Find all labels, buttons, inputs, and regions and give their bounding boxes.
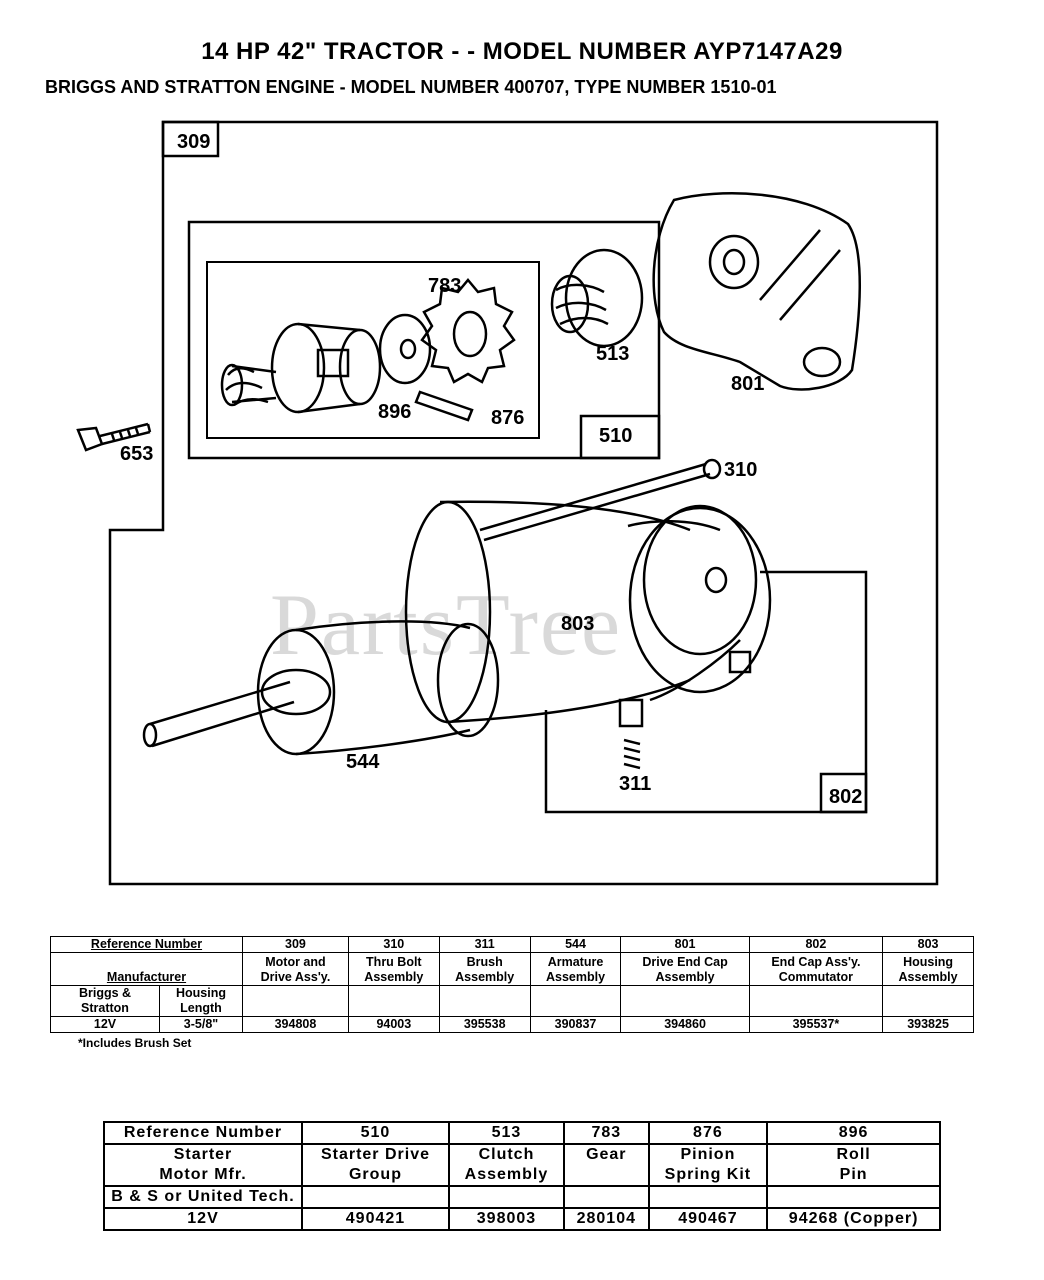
parts-diagram: 309 510 802 [76, 120, 939, 886]
brush-311-shape [618, 698, 644, 770]
callout-803: 803 [561, 613, 594, 635]
callout-309: 309 [177, 131, 210, 153]
ref-801: 801 [620, 936, 750, 953]
roll-pin-876-shape [414, 390, 474, 422]
callout-544: 544 [346, 751, 380, 773]
table-row: B & S or United Tech. [103, 1185, 941, 1209]
table-row: Reference Number 309 310 311 544 801 802… [50, 936, 974, 953]
part-544: 390837 [529, 1016, 622, 1033]
frame-510 [187, 220, 661, 460]
ref-896: 896 [766, 1121, 941, 1145]
table-row: Reference Number 510 513 783 876 896 [103, 1121, 941, 1145]
desc-783: Gear [562, 1143, 650, 1187]
parts-table-starter-drive: Reference Number 510 513 783 876 896 Sta… [103, 1121, 941, 1231]
desc-802: End Cap Ass'y.Commutator [748, 952, 884, 986]
starter-drive-shape [220, 322, 382, 414]
part-783: 280104 [562, 1207, 650, 1231]
washer-shape [378, 313, 432, 385]
page-subtitle: BRIGGS AND STRATTON ENGINE - MODEL NUMBE… [45, 77, 777, 97]
part-513: 398003 [447, 1207, 565, 1231]
parts-table-starter-motor: Reference Number 309 310 311 544 801 802… [50, 936, 974, 1033]
voltage-cell: 12V [103, 1207, 303, 1231]
clutch-513-shape [550, 248, 644, 348]
manufacturer-label: Manufacturer [50, 952, 243, 986]
part-311: 395538 [438, 1016, 531, 1033]
part-896: 94268 (Copper) [766, 1207, 941, 1231]
frame-510-inner [206, 261, 540, 439]
label-box-510 [579, 414, 661, 460]
callout-876: 876 [491, 407, 524, 429]
callout-513: 513 [596, 343, 629, 365]
part-309: 394808 [242, 1016, 349, 1033]
end-cap-802-shape [627, 504, 758, 702]
page-title: 14 HP 42" TRACTOR - - MODEL NUMBER AYP71… [201, 38, 843, 65]
label-box-802 [819, 772, 868, 814]
ref-803: 803 [882, 936, 974, 953]
label-box-309 [161, 120, 220, 158]
part-802: 395537* [748, 1016, 884, 1033]
ref-544: 544 [529, 936, 622, 953]
callout-310: 310 [724, 459, 757, 481]
ref-802: 802 [748, 936, 884, 953]
callout-783: 783 [428, 275, 461, 297]
mfr-row-cell: B & S or United Tech. [103, 1185, 303, 1209]
frame-309 [108, 120, 939, 886]
thru-bolt-310-shape [479, 458, 722, 542]
armature-544-shape [142, 620, 500, 756]
part-310: 94003 [347, 1016, 440, 1033]
table-row: 12V 490421 398003 280104 490467 94268 (C… [103, 1207, 941, 1231]
ref-311: 311 [438, 936, 531, 953]
callout-802: 802 [829, 786, 862, 808]
ref-310: 310 [347, 936, 440, 953]
table-row: 12V 3-5/8" 394808 94003 395538 390837 39… [50, 1016, 974, 1033]
part-510: 490421 [301, 1207, 450, 1231]
length-cell: 3-5/8" [159, 1016, 243, 1033]
ref-783: 783 [562, 1121, 650, 1145]
part-876: 490467 [647, 1207, 769, 1231]
callout-653: 653 [120, 443, 153, 465]
callout-311: 311 [619, 773, 651, 795]
ref-number-label: Reference Number [103, 1121, 303, 1145]
ref-876: 876 [647, 1121, 769, 1145]
bolt-653-shape [76, 422, 152, 452]
part-803: 393825 [882, 1016, 974, 1033]
footnote: *Includes Brush Set [78, 1036, 192, 1050]
ref-513: 513 [447, 1121, 565, 1145]
gear-783-shape [420, 278, 516, 384]
ref-number-label: Reference Number [50, 936, 243, 953]
callout-510: 510 [599, 425, 632, 447]
housing-803-shape [404, 500, 772, 724]
callout-896: 896 [378, 401, 411, 423]
ref-309: 309 [242, 936, 349, 953]
mfr-col-header: Briggs &Stratton [50, 985, 160, 1017]
ref-510: 510 [301, 1121, 450, 1145]
drive-end-cap-801-shape [652, 192, 861, 391]
part-801: 394860 [620, 1016, 750, 1033]
callout-801: 801 [731, 373, 764, 395]
voltage-cell: 12V [50, 1016, 160, 1033]
